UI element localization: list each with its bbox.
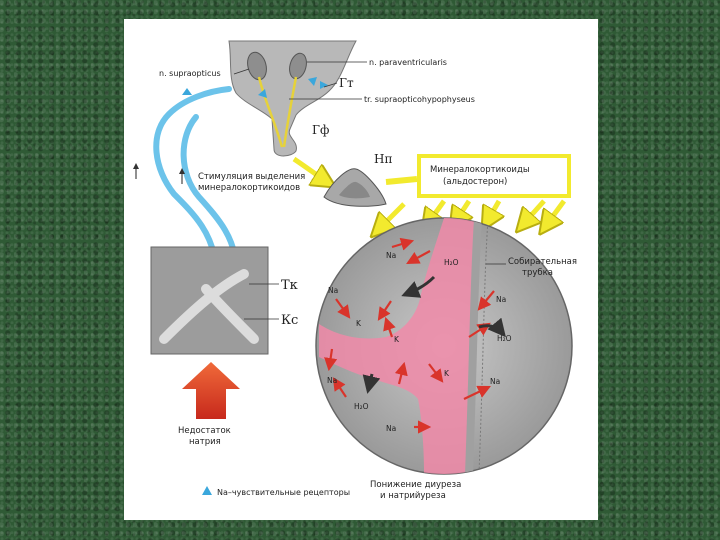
ion-na-4: Na [496, 295, 506, 304]
diagram-svg: n. supraopticus n. paraventricularis Гт … [124, 19, 598, 520]
label-reduction-2: и натрийуреза [380, 491, 446, 501]
ion-h2o-3: H₂O [497, 334, 512, 343]
ion-na-3: Na [327, 376, 337, 385]
ion-h2o-2: H₂O [354, 402, 369, 411]
label-stimulation-2: минералокортикоидов [198, 183, 300, 193]
ion-h2o-1: H₂O [444, 258, 459, 267]
label-reduction-1: Понижение диуреза [370, 480, 461, 490]
mineralocorticoid-box [419, 156, 569, 196]
label-gt: Гт [339, 76, 354, 90]
yellow-arrow-6 [542, 201, 564, 231]
label-mineral-2: (альдостерон) [443, 177, 507, 187]
yellow-arrow-5 [519, 201, 544, 229]
label-collecting-1: Собирательная [508, 257, 577, 267]
label-gf: Гф [312, 123, 329, 137]
label-deficit-2: натрия [189, 437, 221, 447]
label-np: Нп [374, 152, 392, 166]
ion-na-1: Na [386, 251, 396, 260]
label-mineral-1: Минералокортикоиды [430, 165, 530, 175]
label-ks: Кс [281, 313, 298, 328]
yellow-arrow-4 [484, 201, 499, 227]
label-stimulation-1: Стимуляция выделения [198, 172, 305, 182]
deficit-arrow [182, 362, 240, 419]
receptor-pathway [182, 88, 192, 95]
label-n-paraventricularis: n. paraventricularis [369, 58, 447, 67]
arrow-np-to-box [386, 179, 417, 182]
label-tk: Тк [281, 278, 298, 293]
ion-na-5: Na [490, 377, 500, 386]
diagram-panel: n. supraopticus n. paraventricularis Гт … [124, 19, 598, 520]
legend-text: Na–чувствительные рецепторы [217, 488, 350, 497]
ion-na-2: Na [328, 286, 338, 295]
label-deficit-1: Недостаток [178, 426, 231, 436]
legend-receptor-icon [202, 486, 212, 495]
label-n-supraopticus: n. supraopticus [159, 69, 221, 78]
label-tract: tr. supraopticohypophyseus [364, 95, 475, 104]
label-collecting-2: трубка [522, 268, 553, 278]
ion-na-6: Na [386, 424, 396, 433]
